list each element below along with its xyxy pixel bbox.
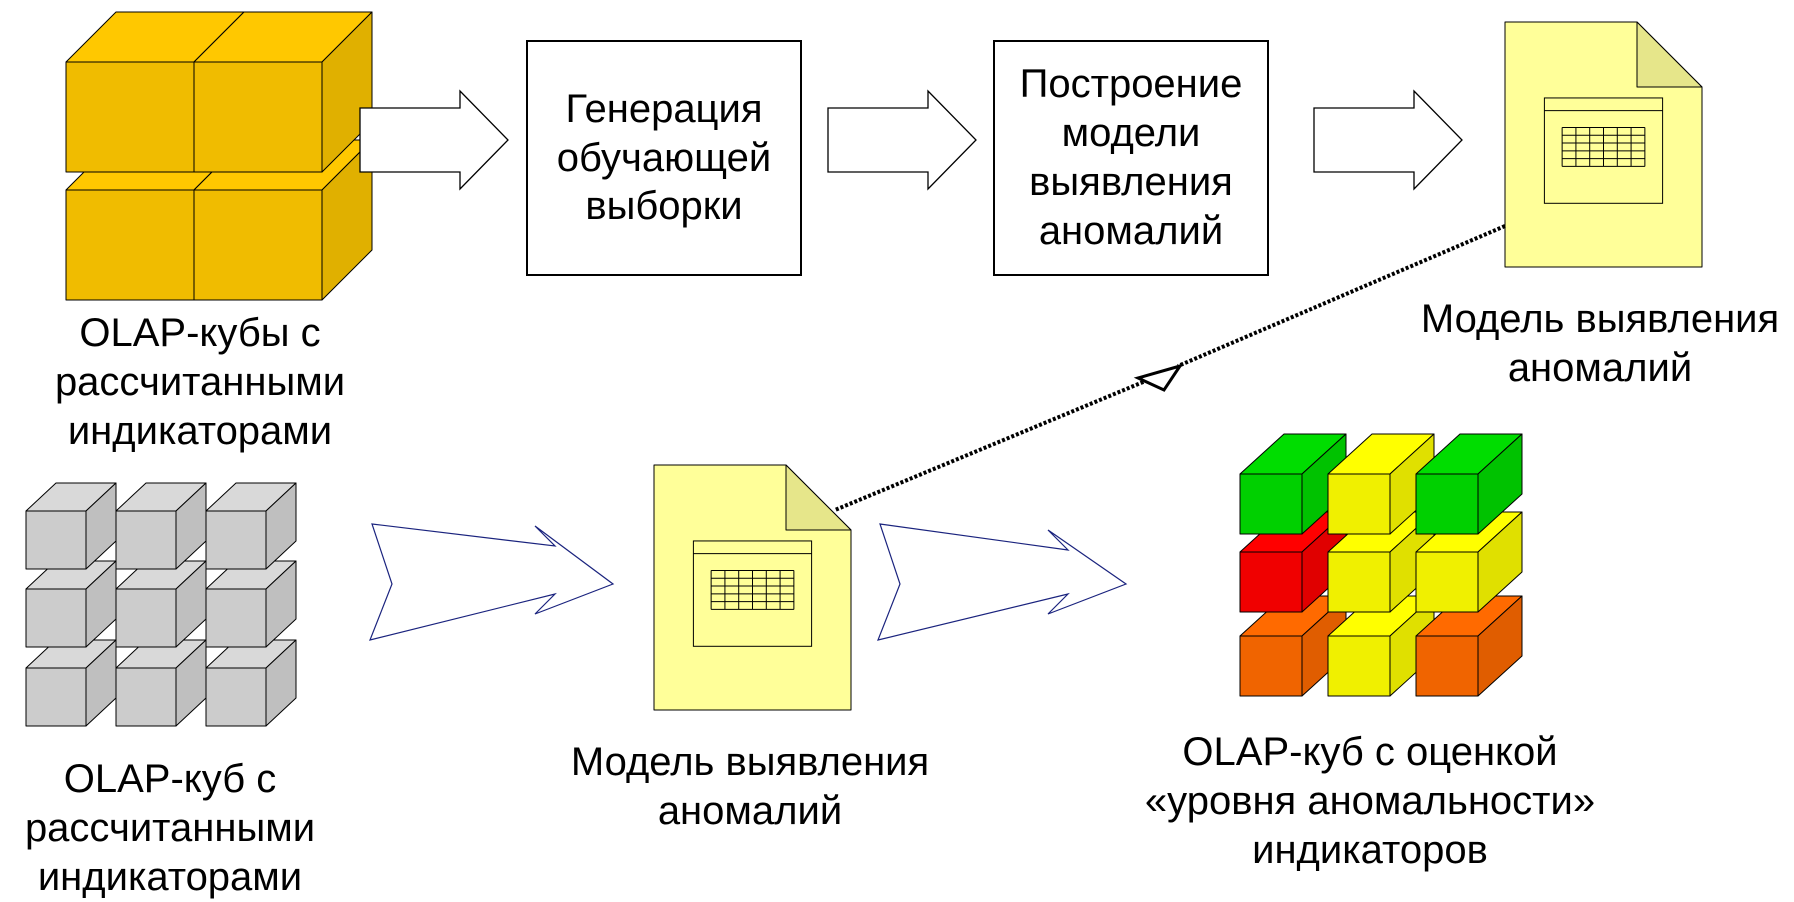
model-caption-top: Модель выявления аномалий	[1420, 297, 1780, 390]
build-model-step: Построение модели выявления аномалий	[993, 40, 1269, 276]
model-document-icon	[653, 464, 852, 711]
arrowhead-icon	[1133, 363, 1184, 392]
cube-block	[205, 639, 297, 727]
cube-block	[115, 482, 207, 570]
step-label: Генерация обучающей выборки	[556, 86, 772, 229]
model-caption-bottom: Модель выявления аномалий	[570, 740, 930, 833]
scored-olap-cube-icon	[1239, 433, 1523, 697]
flow-arrow	[827, 89, 977, 191]
model-document-icon	[1504, 21, 1703, 268]
olap-cubes-icon	[65, 11, 373, 301]
olap-cube-icon	[25, 482, 297, 727]
generate-training-sample-step: Генерация обучающей выборки	[526, 40, 802, 276]
cube-block	[25, 482, 117, 570]
cube-block	[1239, 595, 1347, 697]
cube-block	[205, 560, 297, 648]
document-fold	[1636, 21, 1703, 88]
table-grid-icon	[1561, 126, 1646, 167]
cube-block	[193, 11, 373, 173]
cube-block	[115, 639, 207, 727]
flow-arrow	[359, 89, 509, 191]
table-grid-icon	[710, 569, 795, 610]
flow-arrow	[1313, 89, 1463, 191]
cube-block	[1239, 433, 1347, 535]
dependency-connector	[834, 378, 1149, 512]
cube-block	[1327, 433, 1435, 535]
chevron-arrow	[369, 523, 615, 641]
dependency-connector	[1177, 224, 1506, 368]
cube-block	[1415, 433, 1523, 535]
cube-block	[205, 482, 297, 570]
olap-cube-caption: OLAP-куб с рассчитанными индикаторами	[24, 757, 316, 899]
cube-block	[25, 639, 117, 727]
olap-cubes-caption: OLAP-кубы с рассчитанными индикаторами	[54, 311, 346, 453]
cube-block	[25, 560, 117, 648]
cube-block	[1415, 595, 1523, 697]
scored-cube-caption: OLAP-куб с оценкой «уровня аномальности»…	[1144, 730, 1596, 872]
document-fold	[785, 464, 852, 531]
cube-block	[115, 560, 207, 648]
chevron-arrow	[877, 523, 1128, 641]
step-label: Построение модели выявления аномалий	[1019, 62, 1243, 253]
